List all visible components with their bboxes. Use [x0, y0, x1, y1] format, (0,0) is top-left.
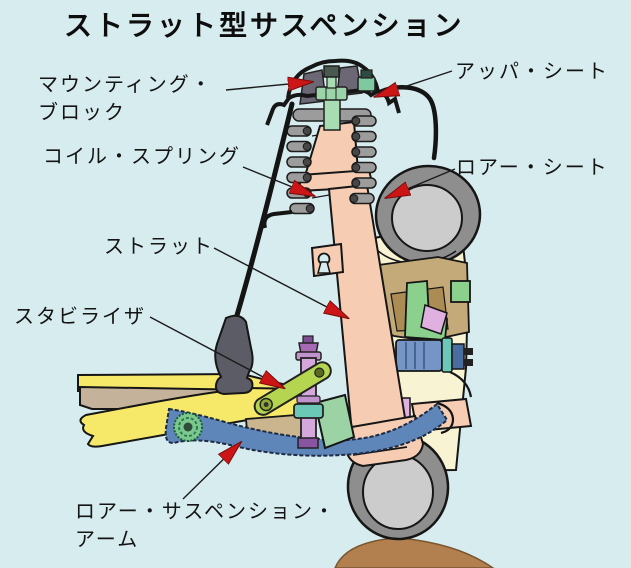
leader-lower-seat	[388, 168, 456, 197]
leader-coil-spring	[242, 166, 312, 195]
leader-lower-arm	[182, 444, 239, 500]
tire-bottom-section	[362, 454, 434, 530]
link-cluster	[253, 335, 356, 450]
stabilizer-bushing	[214, 314, 254, 396]
diagram-title: ストラット型サスペンション	[64, 9, 465, 42]
stabilizer-rod	[232, 101, 295, 325]
wheel-hub	[395, 339, 443, 372]
link-nut	[293, 403, 324, 419]
ball-joint-block	[313, 393, 356, 450]
piston-rod	[323, 97, 341, 131]
tire-top-section	[391, 184, 463, 252]
leader-mounting-block	[225, 82, 310, 90]
leader-stabilizer	[149, 316, 282, 387]
tie-rod-end	[420, 303, 448, 335]
leader-lines	[149, 70, 456, 500]
coil-spring	[286, 108, 377, 215]
leader-strut	[213, 247, 346, 317]
stabilizer-link	[253, 361, 332, 416]
leader-upper-seat	[377, 70, 453, 96]
